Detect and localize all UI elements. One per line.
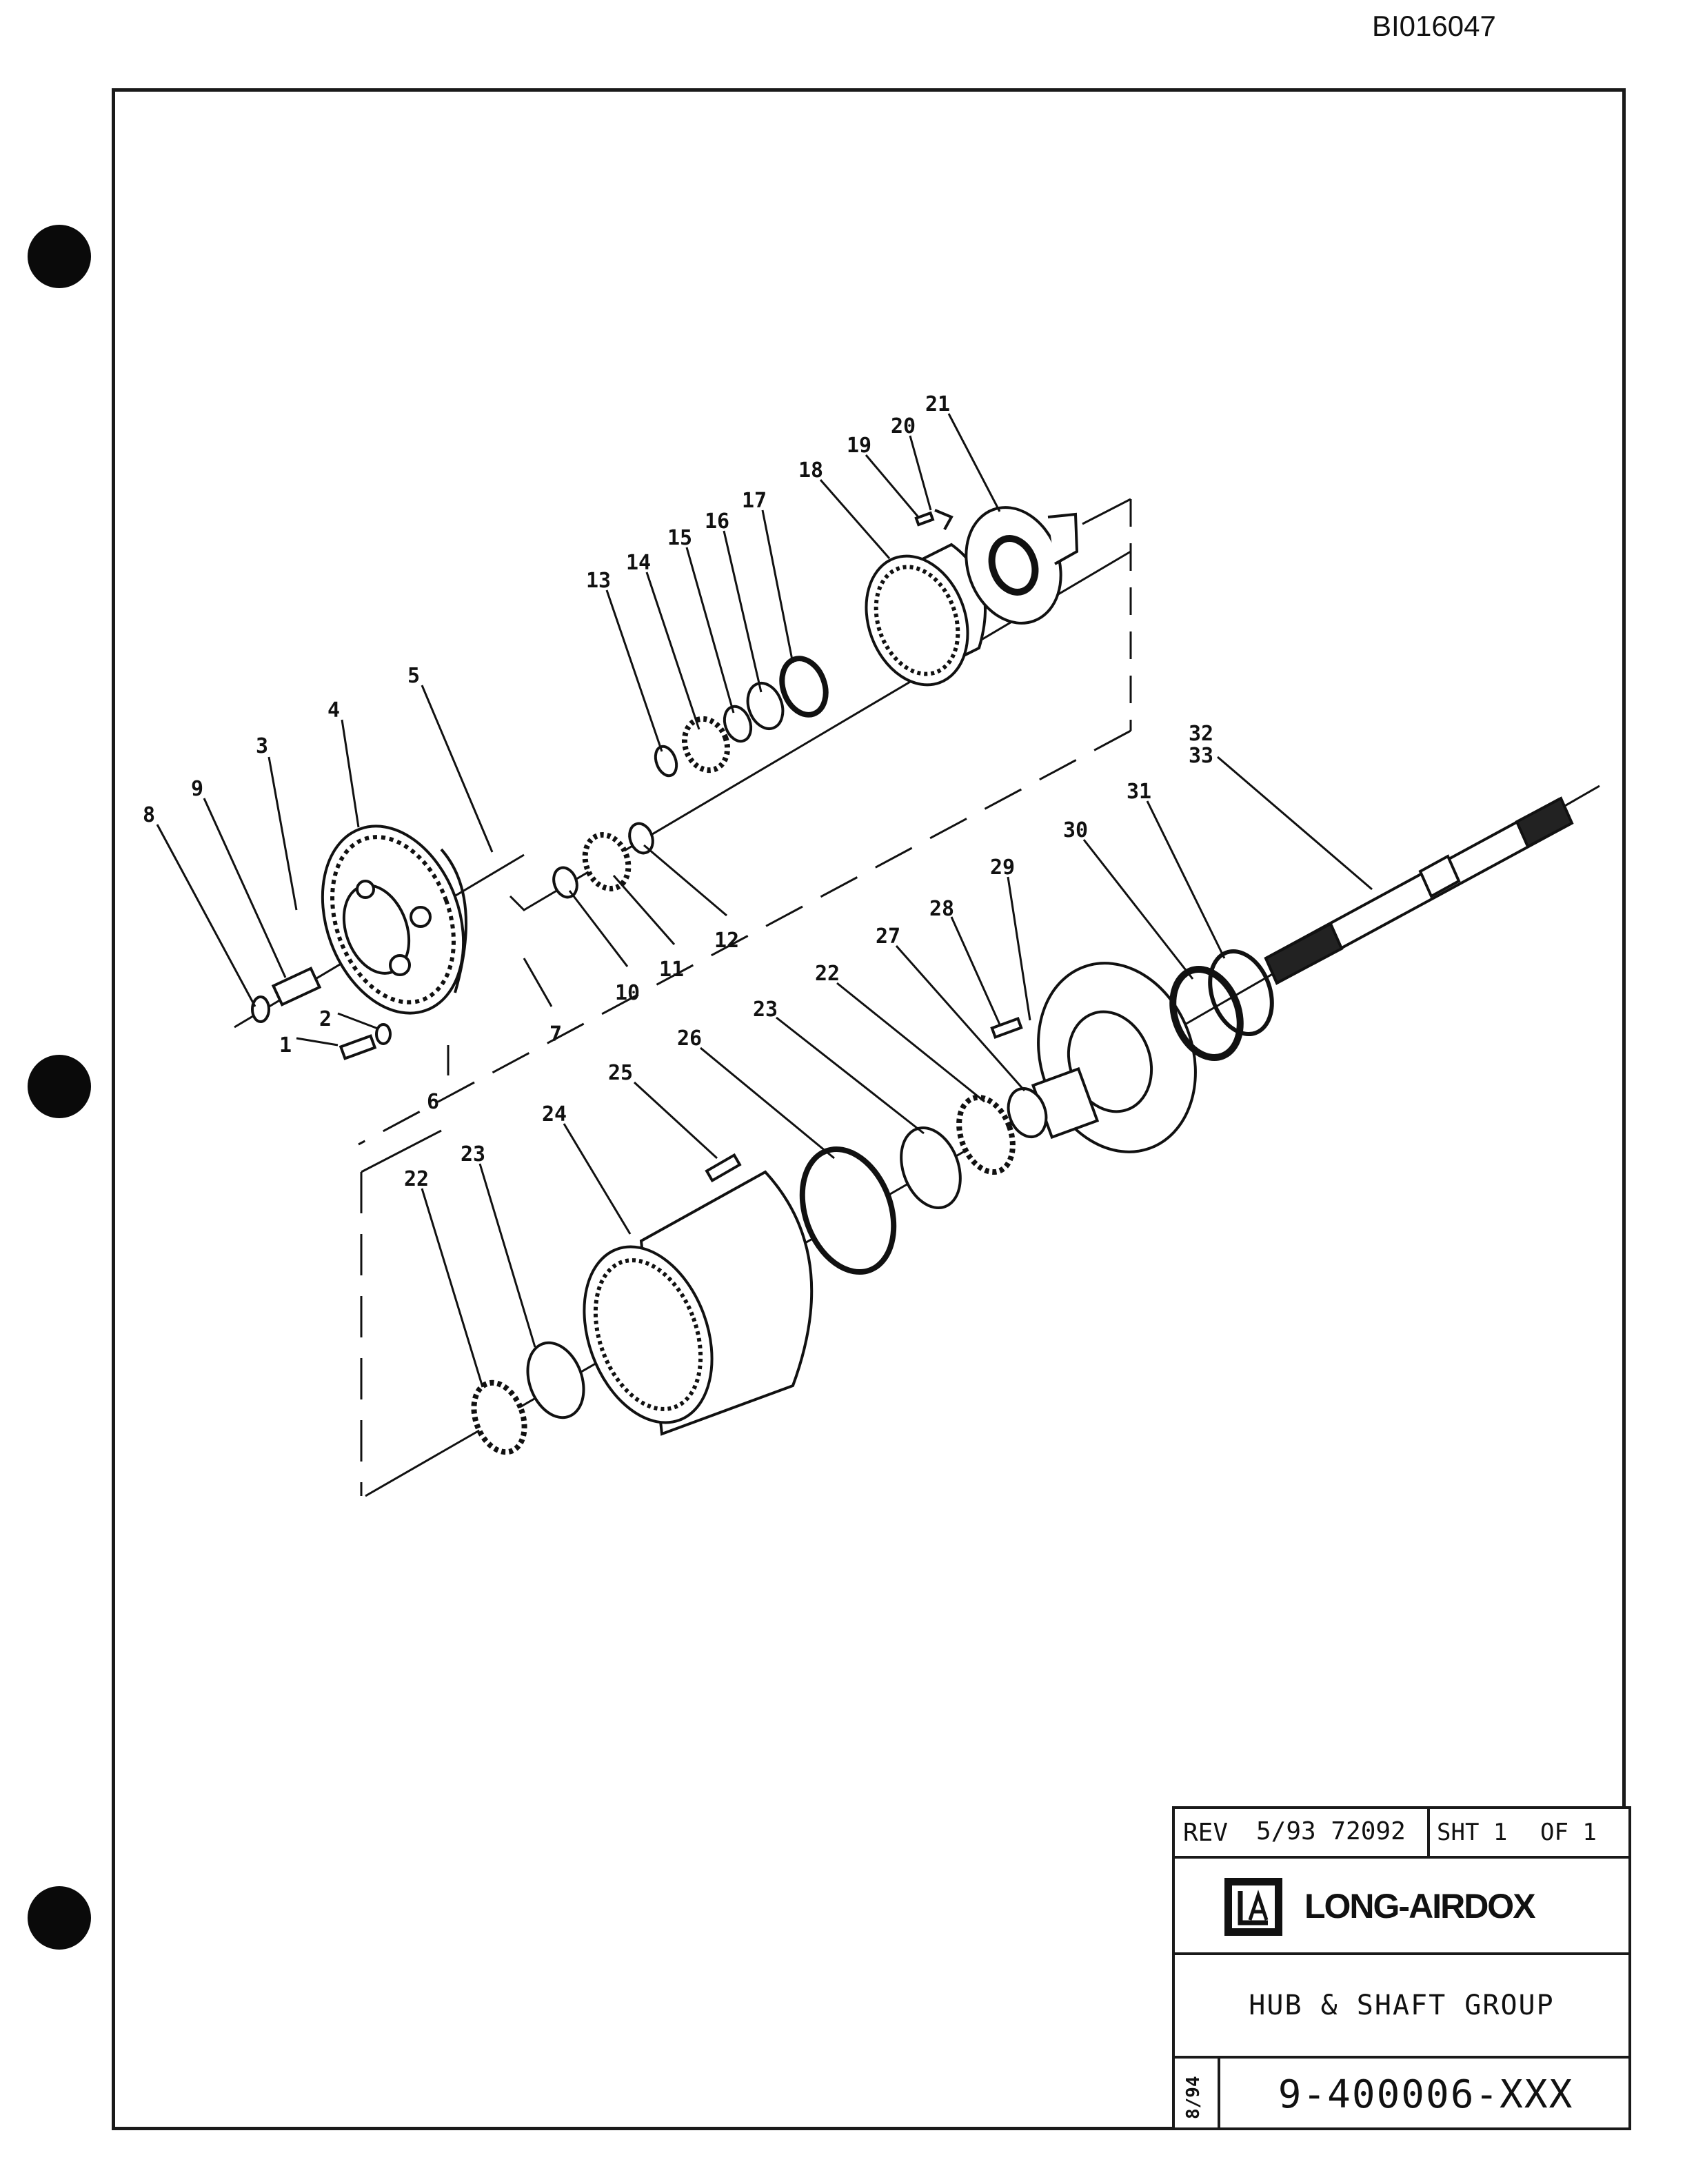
ring-gear [865, 543, 987, 687]
punch-hole-middle [28, 1055, 91, 1118]
drawing-title-row: HUB & SHAFT GROUP [1175, 1955, 1628, 2059]
callout-13: 13 [585, 569, 612, 593]
drawing-number-row: 8/94 9-400006-XXX [1175, 2059, 1628, 2130]
callout-10: 10 [614, 981, 640, 1005]
seal-rings [1169, 949, 1274, 1061]
planet-carrier [321, 825, 467, 1015]
sheet-cell: SHT 1 OF 1 [1427, 1809, 1631, 1856]
bearing-set-lower [471, 1341, 585, 1455]
callout-4: 4 [327, 698, 341, 722]
logo-glyph [1232, 1885, 1275, 1928]
document-id: BI016047 [1372, 10, 1496, 42]
drawing-title: HUB & SHAFT GROUP [1249, 1990, 1555, 2021]
punch-hole-bottom [28, 1886, 91, 1950]
sheet-of-label: OF 1 [1540, 1819, 1597, 1846]
callout-7: 7 [549, 1022, 563, 1046]
callout-20: 20 [890, 414, 916, 438]
callout-9: 9 [190, 777, 204, 801]
end-cover [914, 506, 1079, 625]
planet-gear-set [552, 822, 654, 899]
callout-18: 18 [798, 458, 824, 483]
callout-28: 28 [929, 897, 955, 921]
callout-5: 5 [407, 664, 421, 688]
revision-value: 5/93 72092 [1256, 1817, 1406, 1846]
axle-shaft [1264, 796, 1574, 985]
callout-6: 6 [426, 1090, 440, 1114]
callout-2: 2 [319, 1007, 332, 1031]
callout-17: 17 [741, 489, 767, 513]
callout-31: 31 [1126, 780, 1152, 804]
callout-1: 1 [279, 1033, 292, 1058]
callout-25: 25 [607, 1061, 634, 1085]
upper-bracket-top [1082, 498, 1131, 525]
date-code: 8/94 [1183, 2076, 1204, 2119]
callout-27: 27 [875, 924, 901, 949]
drawing-number: 9-400006-XXX [1278, 2072, 1574, 2117]
company-logo [1224, 1878, 1282, 1936]
leader-lines [156, 413, 1373, 1388]
callout-33: 33 [1188, 744, 1214, 768]
callout-22: 22 [814, 962, 840, 986]
callout-19: 19 [846, 434, 872, 458]
callout-30: 30 [1062, 818, 1089, 842]
company-name: LONG-AIRDOX [1304, 1887, 1536, 1925]
callout-24: 24 [541, 1102, 567, 1126]
sheet-label: SHT 1 [1437, 1819, 1508, 1846]
title-block: REV 5/93 72092 SHT 1 OF 1 LONG-AIRDOX HU… [1172, 1806, 1631, 2130]
callout-23: 23 [460, 1142, 486, 1166]
callout-16: 16 [704, 509, 730, 534]
callout-12: 12 [714, 929, 740, 953]
revision-label: REV [1183, 1819, 1229, 1847]
callout-11: 11 [658, 958, 685, 982]
revision-row: REV 5/93 72092 SHT 1 OF 1 [1175, 1809, 1628, 1859]
date-cell: 8/94 [1175, 2059, 1220, 2130]
callout-29: 29 [989, 856, 1016, 880]
callout-22: 22 [403, 1167, 430, 1191]
callout-14: 14 [625, 551, 652, 575]
callout-21: 21 [925, 392, 951, 416]
callout-32: 32 [1188, 722, 1214, 746]
punch-hole-top [28, 225, 91, 288]
callout-26: 26 [676, 1027, 703, 1051]
callout-23: 23 [752, 998, 778, 1022]
upper-bracket-bottom [358, 729, 1131, 1146]
spindle [990, 962, 1197, 1153]
callout-8: 8 [142, 803, 156, 827]
lower-bracket-top [361, 1129, 442, 1173]
bolt-washer [339, 1023, 392, 1060]
wheel-hub [583, 1153, 814, 1436]
company-row: LONG-AIRDOX [1175, 1859, 1628, 1955]
callout-3: 3 [255, 734, 269, 758]
callout-15: 15 [667, 526, 693, 550]
planet-pin [251, 967, 322, 1023]
drawing-frame [112, 88, 1626, 2130]
